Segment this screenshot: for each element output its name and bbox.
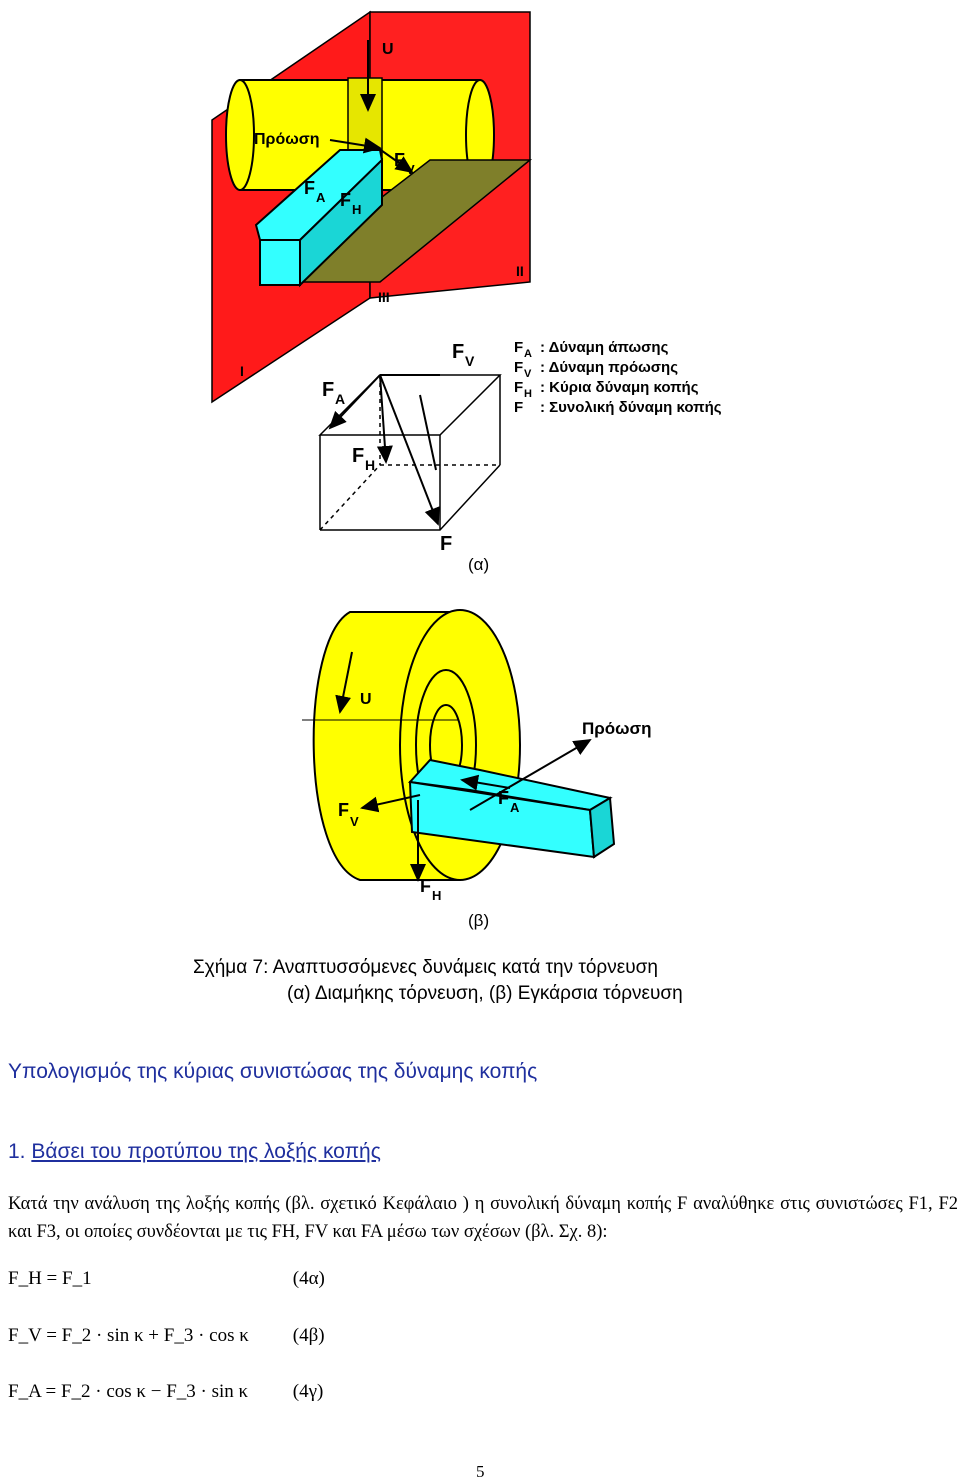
label-fh-a-sub: H	[352, 202, 361, 217]
label-fa-a-sub: A	[316, 190, 326, 205]
label-plane-iii: III	[378, 289, 390, 305]
equation-4b-body: F_V = F_2 · sin κ + F_3 · cos κ	[8, 1325, 249, 1346]
legend-text-3: : Κύρια δύναμη κοπής	[540, 379, 699, 396]
figure-b-illustration	[302, 609, 616, 882]
svg-text:F: F	[338, 800, 349, 820]
figure-b-label: (β)	[468, 911, 489, 930]
equation-4c-label: (4γ)	[292, 1381, 324, 1402]
section-heading: Υπολογισμός της κύριας συνιστώσας της δύ…	[8, 1060, 538, 1083]
label-fh-b-sub: H	[432, 888, 441, 903]
equation-4a-label: (4α)	[292, 1268, 325, 1289]
label-fa-b-sub: A	[510, 800, 520, 815]
svg-text:F: F	[498, 788, 509, 808]
equation-4c-body: F_A = F_2 · cos κ − F_3 · sin κ	[8, 1381, 249, 1402]
label-fv-a-sub: V	[406, 162, 415, 177]
svg-text:F: F	[514, 399, 523, 416]
equation-4a: F_H = F_1 (4α)	[8, 1268, 325, 1290]
subsection-heading: 1. Βάσει του προτύπου της λοξής κοπής	[8, 1140, 381, 1164]
cube-fh-sub: H	[365, 457, 375, 473]
svg-text:F: F	[340, 190, 351, 210]
label-plane-ii: II	[516, 263, 524, 279]
svg-text:F: F	[514, 359, 523, 376]
legend-sym-1: A	[524, 348, 532, 360]
svg-text:F: F	[420, 876, 431, 896]
label-plane-i: I	[240, 363, 244, 379]
force-cube	[318, 374, 502, 531]
body-paragraph: Κατά την ανάλυση της λοξής κοπής (βλ. σχ…	[8, 1194, 958, 1242]
svg-text:F: F	[514, 339, 523, 356]
legend-text-1: : Δύναμη άπωσης	[540, 339, 669, 356]
cube-fv-sub: V	[465, 353, 475, 369]
cutting-tool	[254, 149, 384, 288]
figure-caption-line1: Σχήμα 7: Αναπτυσσόμενες δυνάμεις κατά τη…	[193, 957, 658, 978]
equation-4b-label: (4β)	[292, 1325, 325, 1346]
figure: U Πρόωση F V F A F H II III I F V F A F …	[211, 10, 722, 930]
svg-text:F: F	[452, 341, 464, 363]
equation-4c: F_A = F_2 · cos κ − F_3 · sin κ (4γ)	[8, 1381, 323, 1403]
label-u-b: U	[360, 691, 372, 708]
label-feed-a: Πρόωση	[254, 131, 319, 148]
equation-4b: F_V = F_2 · sin κ + F_3 · cos κ (4β)	[8, 1325, 325, 1347]
svg-text:F: F	[322, 379, 334, 401]
svg-text:F: F	[514, 379, 523, 396]
cube-f-label: F	[440, 533, 452, 555]
page-number: 5	[476, 1462, 485, 1481]
label-feed-b: Πρόωση	[582, 719, 652, 738]
svg-text:F: F	[394, 150, 405, 170]
svg-text:F: F	[352, 445, 364, 467]
legend-text-2: : Δύναμη πρόωσης	[540, 359, 678, 376]
label-fv-b-sub: V	[350, 814, 359, 829]
legend-text-4: : Συνολική δύναμη κοπής	[540, 399, 722, 416]
legend-sym-3: H	[524, 388, 532, 400]
equation-4a-body: F_H = F_1	[8, 1268, 92, 1289]
figure-a-illustration: U Πρόωση F V F A F H II III I	[211, 10, 533, 404]
subsection-number: 1.	[8, 1140, 26, 1163]
svg-text:F: F	[304, 178, 315, 198]
label-u-a: U	[382, 41, 394, 58]
cutting-tool-b	[407, 758, 616, 859]
subsection-link[interactable]: Βάσει του προτύπου της λοξής κοπής	[31, 1140, 381, 1163]
figure-caption-line2: (α) Διαμήκης τόρνευση, (β) Εγκάρσια τόρν…	[287, 983, 683, 1004]
legend-sym-2: V	[524, 368, 532, 380]
cube-fa-sub: A	[335, 391, 345, 407]
figure-a-label: (α)	[468, 555, 489, 574]
